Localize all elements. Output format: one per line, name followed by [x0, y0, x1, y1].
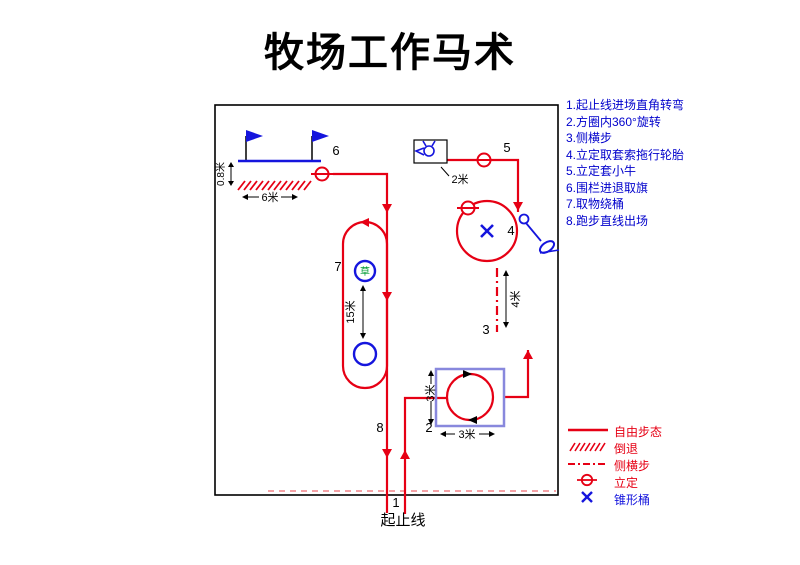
solid-line-icon: [566, 422, 614, 441]
legend-label: 自由步态: [614, 424, 663, 439]
station-number-5: 5: [503, 140, 510, 155]
station-number-1: 1: [392, 495, 399, 510]
arrow-right-icon: [463, 370, 472, 378]
dimension-marks: [228, 162, 509, 437]
legend-row: 锥形桶: [566, 490, 662, 509]
station2-spin-circle: [445, 372, 495, 422]
halt-icon: [311, 166, 333, 182]
dim-label-square-left: 3米: [424, 384, 437, 401]
halt-icon: [473, 152, 495, 168]
dim-label-sidepass: 4米: [509, 290, 522, 307]
arrow-down-icon: [382, 292, 392, 301]
page-title: 牧场工作马术: [264, 31, 516, 75]
instruction-item: 1.起止线进场直角转弯: [566, 98, 685, 112]
barrel-circle: [352, 341, 378, 367]
legend: 自由步态 倒退 侧横步 立定 锥形桶: [566, 423, 662, 508]
halt-icon: [457, 200, 479, 216]
dim-label-rail-height: 0.8米: [214, 162, 227, 186]
main-vertical-segment: [333, 172, 389, 513]
dimension-calf-leader: [440, 166, 450, 177]
dash-dot-line-icon: [566, 456, 614, 475]
dimension-oval-length: [360, 285, 366, 339]
legend-row: 倒退: [566, 440, 662, 456]
dim-label-calf-distance: 2米: [451, 173, 468, 186]
station-number-8: 8: [376, 420, 383, 435]
cone-x-icon: [566, 490, 614, 509]
station5-calf: [413, 139, 448, 164]
instruction-item: 2.方圈内360°旋转: [566, 114, 661, 129]
legend-row: 立定: [566, 473, 662, 492]
station5-segment: [447, 158, 520, 212]
legend-row: 自由步态: [566, 423, 662, 439]
barrel-circle: [353, 259, 377, 283]
instruction-item: 6.围栏进退取旗: [566, 180, 649, 195]
arrow-left-icon: [468, 416, 477, 424]
path-arrows: [360, 202, 533, 459]
arrow-down-icon: [382, 449, 392, 458]
station-number-2: 2: [425, 420, 432, 435]
dim-label-square-bottom: 3米: [458, 428, 475, 441]
station-number-6: 6: [332, 143, 339, 158]
arrow-left-icon: [360, 218, 369, 227]
station7-barrels: 草: [352, 259, 378, 367]
station-number-4: 4: [507, 223, 514, 238]
halt-symbols: [311, 152, 495, 216]
flag-icon: [312, 130, 329, 142]
grass-barrel-label: 草: [360, 266, 370, 278]
legend-label: 倒退: [614, 441, 639, 456]
hatched-line-icon: [566, 439, 614, 458]
arrow-up-icon: [523, 350, 533, 359]
station-number-3: 3: [482, 322, 489, 337]
legend-label: 侧横步: [614, 458, 651, 473]
station2-square: [434, 367, 506, 428]
dim-label-oval-length: 15米: [344, 300, 357, 323]
legend-label: 锥形桶: [614, 492, 651, 507]
dimension-back-distance: [242, 194, 298, 200]
calf-icon: [414, 140, 436, 157]
entry-path-segment: [403, 396, 447, 514]
legend-label: 立定: [614, 475, 639, 490]
dim-label-back-distance: 6米: [261, 191, 278, 204]
station6-fence: [238, 130, 329, 163]
dimension-rail-height: [228, 162, 234, 186]
dimension-square-left: [428, 370, 434, 425]
arrow-down-icon: [382, 204, 392, 213]
station2-exit-segment: [504, 350, 530, 399]
course-labels: 1 2 3 4 5 6 7 8 0.8米 6米 2米 4米 15米 3米 3米 …: [214, 140, 522, 529]
dimension-sidepass: [503, 270, 509, 328]
calf-pen-box: [413, 139, 448, 164]
halt-icon: [566, 473, 614, 492]
arrow-down-icon: [513, 202, 523, 211]
instruction-item: 5.立定套小牛: [566, 164, 637, 178]
dimension-square-bottom: [440, 431, 495, 437]
instruction-item: 7.取物绕桶: [566, 197, 625, 211]
station4-circle: [455, 199, 519, 263]
instruction-item: 3.侧横步: [566, 131, 613, 145]
station-number-7: 7: [334, 259, 341, 274]
legend-row: 侧横步: [566, 457, 662, 473]
back-up-hatched-line: [237, 180, 312, 191]
instruction-list: 1.起止线进场直角转弯 2.方圈内360°旋转 3.侧横步 4.立定取套索拖行轮…: [566, 97, 796, 229]
instruction-item: 4.立定取套索拖行轮胎: [566, 147, 685, 162]
cone-x-icon: [480, 224, 494, 238]
arrow-up-icon: [400, 450, 410, 459]
start-finish-label: 起止线: [380, 512, 425, 529]
flag-icon: [246, 130, 263, 142]
instruction-item: 8.跑步直线出场: [566, 213, 649, 228]
lasso-tire-icon: [518, 213, 560, 254]
station2-rotation-arrows: [463, 370, 477, 424]
